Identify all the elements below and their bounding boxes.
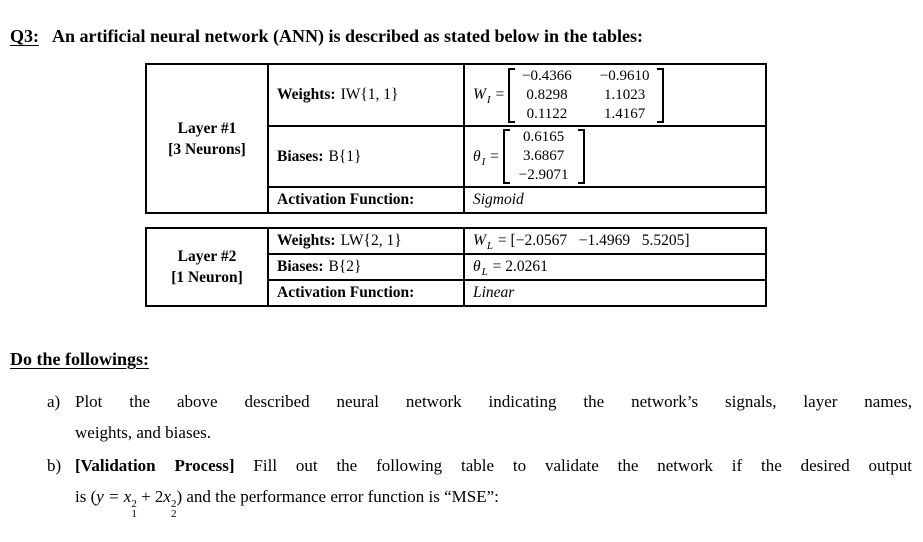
activation-label: Activation Function: — [277, 284, 415, 301]
matrix-bracket-right-icon — [577, 129, 585, 184]
bias-symbol: θ — [473, 147, 481, 165]
b2-close: ) — [176, 487, 183, 506]
b2-pre: is ( — [75, 487, 97, 506]
layer1-name: Layer #1 — [177, 119, 237, 137]
biases-ref: B{2} — [328, 258, 362, 275]
weights-label: Weights: — [277, 86, 336, 103]
matrix-cell: 0.1122 — [526, 105, 568, 122]
equals-sign: = — [486, 147, 503, 165]
layer2-activation-value-cell: Linear — [463, 279, 767, 307]
layer2-name: Layer #2 — [177, 248, 237, 265]
matrix-cell: 1.4167 — [604, 105, 646, 122]
task-b-line1: [Validation Process] Fill out the follow… — [75, 450, 912, 481]
layer1-neurons: [3 Neurons] — [168, 140, 246, 158]
x2-sup: 2 — [170, 498, 177, 510]
task-item-b: b) [Validation Process] Fill out the fol… — [47, 450, 912, 519]
bias-subscript: I — [481, 155, 486, 168]
task-a-line1: Plot the above described neural network … — [75, 392, 912, 411]
layer2-weights-label-cell: Weights:LW{2, 1} — [267, 227, 465, 255]
weight-symbol: W — [473, 232, 486, 249]
biases-ref: B{1} — [328, 147, 362, 165]
bias-symbol: θ — [473, 258, 481, 275]
b2-rest: and the performance error function is “M… — [182, 487, 499, 506]
bias-subscript: L — [481, 266, 488, 278]
activation-label: Activation Function: — [277, 191, 415, 208]
layer2-neurons: [1 Neuron] — [171, 269, 243, 286]
layer1-activation-value-cell: Sigmoid — [463, 186, 767, 214]
weight-matrix: −0.4366 −0.9610 0.8298 1.1023 0.1122 1.4167 — [515, 67, 656, 124]
layer1-name-cell: Layer #1 [3 Neurons] — [145, 63, 269, 214]
question-text: An artificial neural network (ANN) is de… — [52, 26, 643, 46]
layer2-biases-label-cell: Biases:B{2} — [267, 253, 465, 281]
matrix-bracket-left-icon — [502, 129, 510, 184]
x1-sup: 2 — [131, 498, 137, 510]
instructions-heading: Do the followings: — [10, 349, 149, 369]
layer2-activation-label-cell: Activation Function: — [267, 279, 465, 307]
weights-label: Weights: — [277, 232, 336, 249]
vector-cell: 0.6165 — [523, 129, 565, 145]
biases-label: Biases: — [277, 147, 324, 165]
validation-process-label: [Validation Process] — [75, 456, 235, 475]
task-a-text: Plot the above described neural network … — [75, 386, 912, 448]
weight-subscript: I — [486, 94, 491, 106]
task-b-line1-rest: Fill out the following table to validate… — [234, 456, 912, 475]
task-b-text: [Validation Process] Fill out the follow… — [75, 450, 912, 519]
bias-value: 2.0261 — [505, 258, 548, 275]
bias-vector: 0.6165 3.6867 −2.9071 — [510, 128, 578, 185]
task-a-line2: weights, and biases. — [75, 423, 211, 442]
b2-math1: y = x — [96, 487, 132, 506]
vector-cell: 3.6867 — [523, 148, 565, 164]
matrix-cell: 0.8298 — [526, 86, 568, 103]
weight-row-values: [−2.0567 −1.4969 5.5205] — [510, 232, 690, 249]
equals-sign: = — [491, 86, 509, 103]
x2-sub: 2 — [170, 507, 177, 520]
x1-sub: 1 — [131, 507, 137, 520]
question-title: Q3: An artificial neural network (ANN) is… — [10, 26, 913, 47]
task-item-a: a) Plot the above described neural netwo… — [47, 386, 912, 448]
weight-subscript: L — [486, 240, 494, 252]
task-b-label: b) — [47, 456, 62, 475]
matrix-bracket-left-icon — [508, 67, 516, 123]
layer2-name-cell: Layer #2 [1 Neuron] — [145, 227, 269, 307]
matrix-cell: 1.1023 — [604, 86, 646, 103]
matrix-bracket-right-icon — [656, 67, 664, 123]
b2-math3: x — [163, 487, 171, 506]
layer1-weights-label-cell: Weights:IW{1, 1} — [267, 63, 465, 127]
vector-cell: −2.9071 — [518, 167, 569, 183]
biases-label: Biases: — [277, 258, 324, 275]
equals-sign: = — [488, 258, 506, 275]
layer1-biases-label-cell: Biases:B{1} — [267, 125, 465, 188]
weight-symbol: W — [473, 86, 486, 103]
b2-math2: + 2 — [136, 487, 164, 506]
matrix-cell: −0.4366 — [522, 67, 572, 84]
weights-ref: LW{2, 1} — [340, 232, 402, 249]
task-a-label: a) — [47, 392, 61, 411]
equals-sign: = — [494, 232, 511, 249]
layer1-activation-label-cell: Activation Function: — [267, 186, 465, 214]
question-number: Q3: — [10, 26, 39, 46]
matrix-cell: −0.9610 — [599, 67, 650, 84]
weights-ref: IW{1, 1} — [340, 86, 399, 103]
